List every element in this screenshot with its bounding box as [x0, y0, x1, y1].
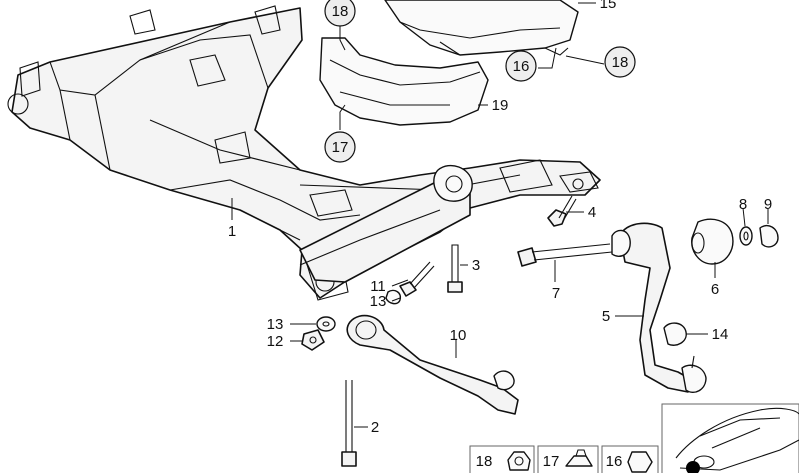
callout-9: 9 [764, 196, 772, 213]
callout-15: 15 [600, 0, 617, 12]
vehicle-location-thumbnail [661, 403, 799, 473]
legend-label-16: 16 [606, 453, 623, 470]
callout-circle-16: 16 [505, 50, 537, 82]
callout-13-left: 13 [267, 316, 284, 333]
front-axle-subframe [7, 5, 601, 301]
callout-13-right: 13 [370, 293, 387, 310]
callout-2: 2 [371, 419, 379, 436]
spacer-ring-8 [739, 226, 753, 246]
callout-label-18: 18 [332, 3, 349, 20]
callout-label-17: 17 [332, 139, 349, 156]
location-marker-icon [686, 461, 700, 473]
callout-5: 5 [602, 308, 610, 325]
callout-7: 7 [552, 285, 560, 302]
hex-bolt-11 [385, 261, 435, 305]
callout-1: 1 [228, 223, 236, 240]
legend-box-18: 18 [469, 445, 535, 473]
callout-10: 10 [450, 327, 467, 344]
rubber-bushing-6 [691, 218, 734, 265]
legend-label-17: 17 [543, 453, 560, 470]
legend-label-18: 18 [476, 453, 493, 470]
callout-6: 6 [711, 281, 719, 298]
washer-13-upper [316, 316, 336, 332]
callout-4: 4 [588, 204, 596, 221]
callout-8: 8 [739, 196, 747, 213]
callout-circle-17: 17 [324, 131, 356, 163]
callout-label-18-right: 18 [612, 54, 629, 71]
heat-shield-19 [319, 37, 489, 126]
wishbone-arm-10 [346, 314, 519, 415]
callout-3: 3 [472, 257, 480, 274]
hex-bolt-4 [547, 195, 577, 227]
legend-box-17: 17 [537, 445, 599, 473]
callout-19: 19 [492, 97, 509, 114]
tension-strut-5 [611, 222, 707, 394]
legend-box-16: 16 [601, 445, 659, 473]
heat-shield-15 [384, 0, 579, 56]
callout-12: 12 [267, 333, 284, 350]
nut-12 [301, 329, 325, 351]
callout-circle-18-top: 18 [324, 0, 356, 27]
end-cap-9 [759, 224, 779, 248]
mount-bushing-14 [663, 322, 687, 346]
callout-11: 11 [370, 278, 386, 295]
hex-bolt-3 [447, 244, 463, 293]
callout-circle-18-right: 18 [604, 46, 636, 78]
leader-lines [231, 2, 769, 428]
callout-label-16: 16 [513, 58, 530, 75]
long-bolt-7 [517, 243, 613, 267]
long-bolt-2 [341, 380, 357, 467]
callout-14: 14 [712, 326, 729, 343]
